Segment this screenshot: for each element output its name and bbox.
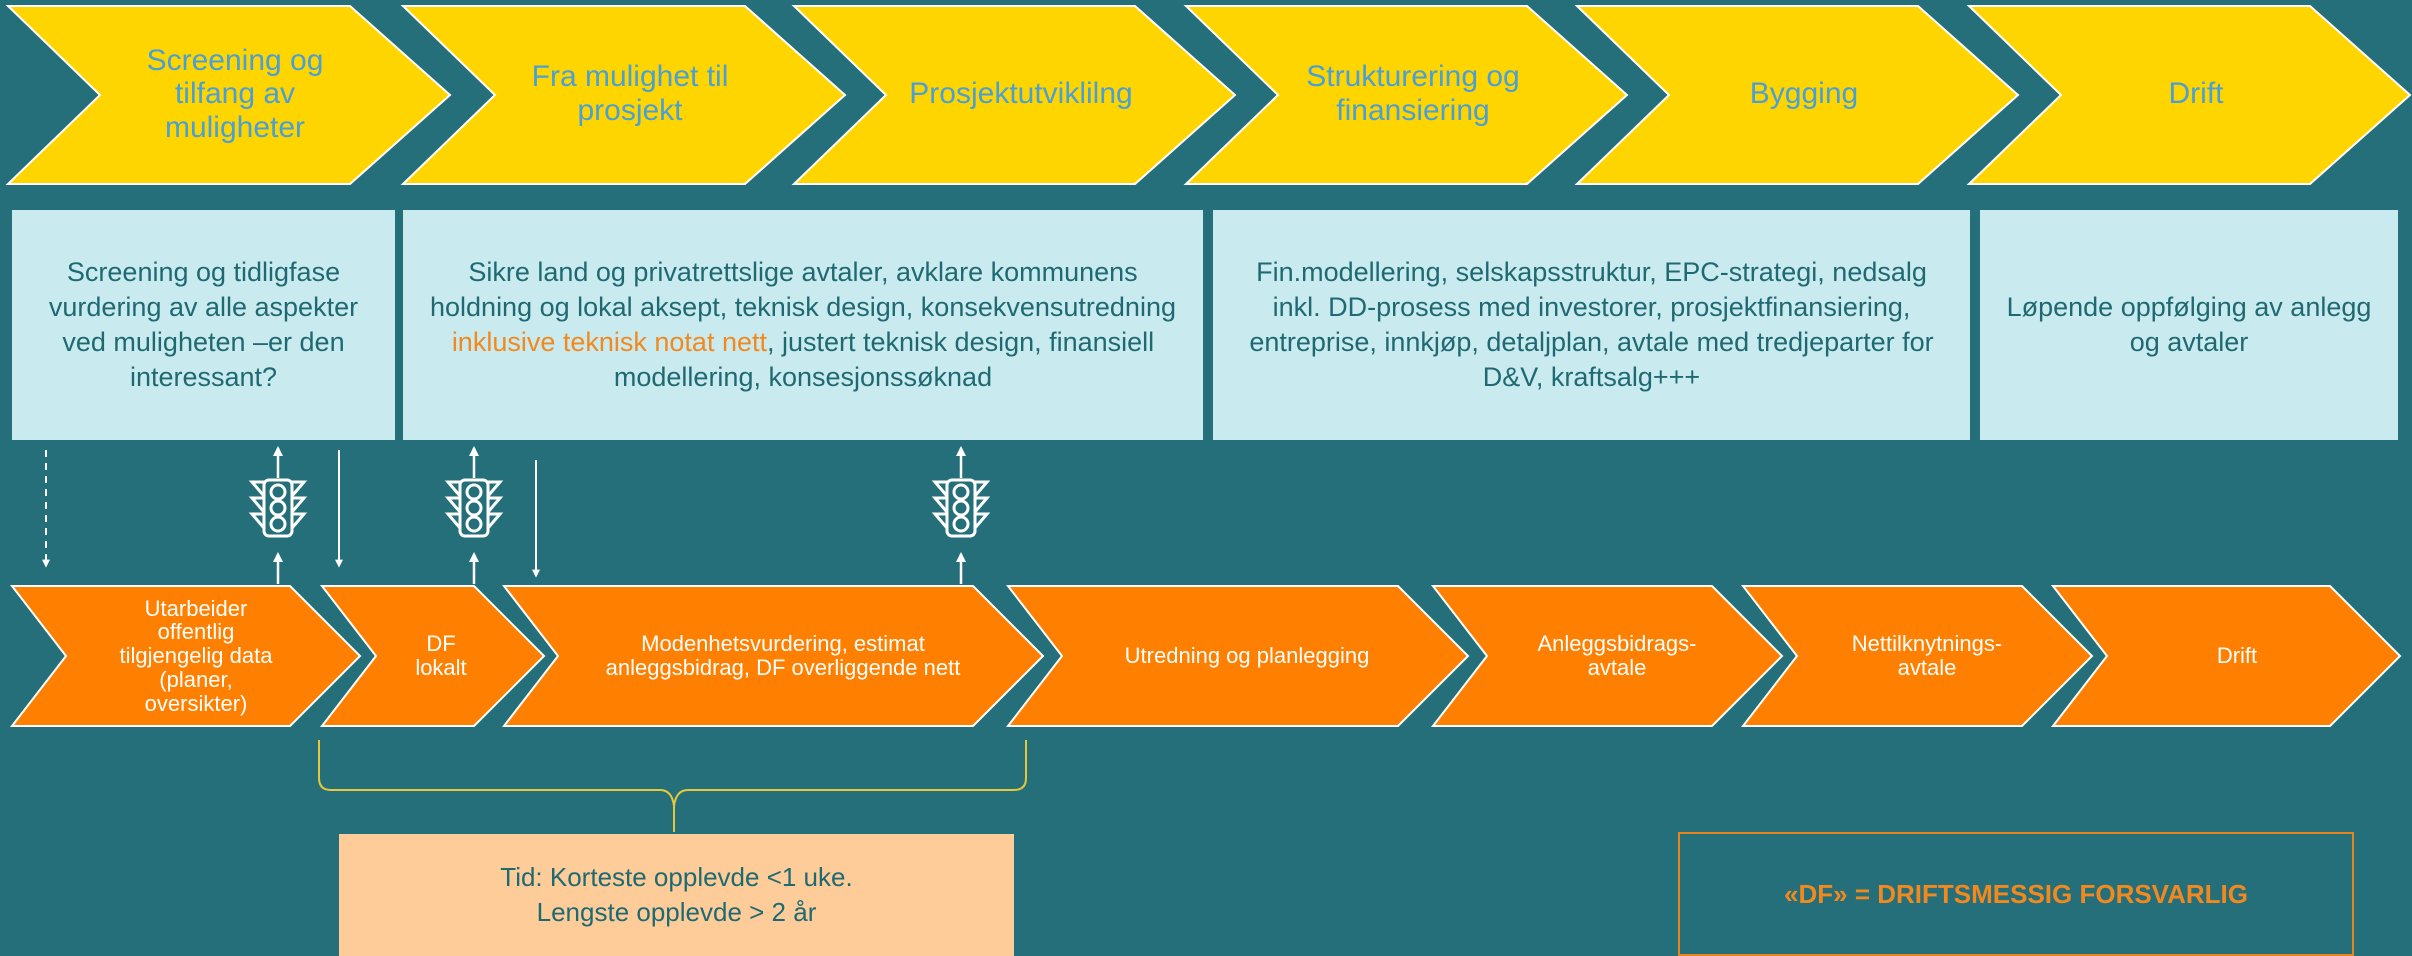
phase-label-construction: Bygging <box>1749 77 1859 111</box>
phase-label-opportunity: Fra mulighet til prosjekt <box>531 60 729 127</box>
description-box-screening: Screening og tidligfase vurdering av all… <box>12 210 395 440</box>
phase-chevron-4 <box>1183 5 1629 185</box>
traffic-light-icon <box>933 478 989 538</box>
curly-brace-icon <box>318 740 1027 832</box>
grid-step-label-3: Modenhetsvurdering, estimat anleggsbidra… <box>605 631 961 680</box>
phase-label-development: Prosjektutviklilng <box>909 77 1133 111</box>
grid-step-label-5: Anleggsbidrags- avtale <box>1537 631 1697 680</box>
phase-label-operation: Drift <box>2168 77 2224 111</box>
grid-step-label-4: Utredning og planlegging <box>1124 643 1370 669</box>
description-text: Fin.modellering, selskapsstruktur, EPC-s… <box>1249 256 1934 393</box>
phase-chevron-5 <box>1574 5 2020 185</box>
phase-chevron-6 <box>1966 5 2412 185</box>
grid-step-label-6: Nettilknytnings- avtale <box>1851 631 2003 680</box>
description-text: Screening og tidligfase vurdering av all… <box>48 256 359 393</box>
phase-chevron-2 <box>400 5 847 185</box>
description-text-part: Sikre land og privatrettslige avtaler, a… <box>430 256 1176 322</box>
grid-step-chevron-4 <box>1005 585 1470 727</box>
grid-step-label-2: DF lokalt <box>415 631 467 680</box>
phase-label-screening: Screening og tilfang av muligheter <box>146 43 324 144</box>
description-text-part: , justert teknisk design, finansiell mod… <box>613 327 1155 393</box>
grid-step-chevron-5 <box>1430 585 1784 727</box>
df-legend-text: «DF» = DRIFTSMESSIG FORSVARLIG <box>1784 878 2248 909</box>
description-box-financing: Fin.modellering, selskapsstruktur, EPC-s… <box>1213 210 1970 440</box>
traffic-light-icon <box>446 478 502 538</box>
description-text: Sikre land og privatrettslige avtaler, a… <box>421 255 1185 395</box>
traffic-light-icon <box>250 478 306 538</box>
time-note-line-2: Lengste opplevde > 2 år <box>536 897 817 927</box>
grid-step-label-1: Utarbeider offentlig tilgjengelig data (… <box>119 595 273 716</box>
grid-step-chevron-6 <box>1740 585 2094 727</box>
description-box-development: Sikre land og privatrettslige avtaler, a… <box>403 210 1203 440</box>
grid-step-chevron-2 <box>319 585 546 727</box>
time-note-box: Tid: Korteste opplevde <1 uke. Lengste o… <box>339 834 1014 956</box>
description-box-operation: Løpende oppfølging av anlegg og avtaler <box>1980 210 2398 440</box>
phase-chevrons <box>5 5 2412 185</box>
grid-step-chevron-3 <box>501 585 1045 727</box>
highlighted-text: inklusive teknisk notat nett <box>451 327 767 357</box>
df-legend-box: «DF» = DRIFTSMESSIG FORSVARLIG <box>1678 832 2354 956</box>
description-text: Løpende oppfølging av anlegg og avtaler <box>2006 291 2372 357</box>
grid-step-chevron-1 <box>9 585 362 727</box>
grid-step-chevron-7 <box>2050 585 2402 727</box>
phase-chevron-1 <box>5 5 452 185</box>
grid-step-chevrons <box>9 585 2402 727</box>
phase-label-financing: Strukturering og finansiering <box>1306 60 1520 127</box>
grid-step-label-7: Drift <box>2216 643 2258 669</box>
time-note-line-1: Tid: Korteste opplevde <1 uke. <box>500 861 853 892</box>
phase-chevron-3 <box>791 5 1237 185</box>
